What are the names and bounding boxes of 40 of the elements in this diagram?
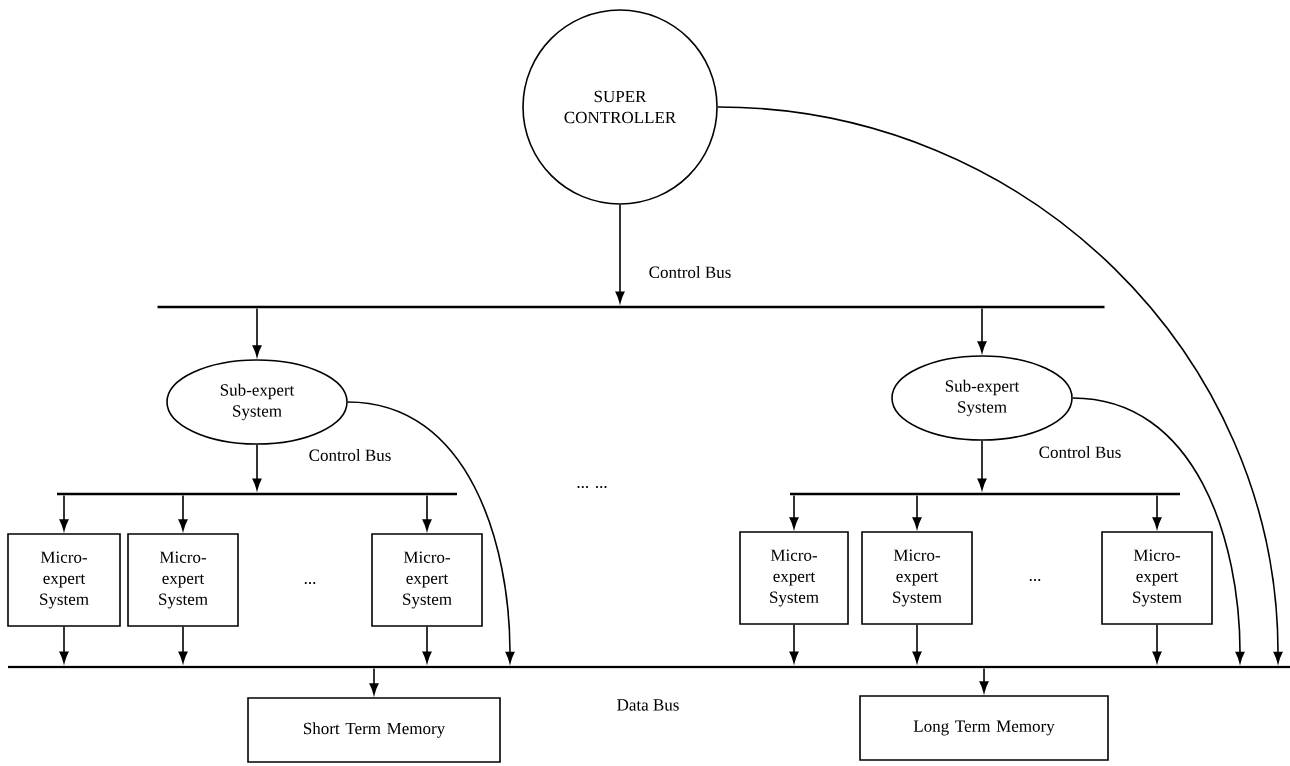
bus-label: Control Bus xyxy=(309,449,391,461)
arrow xyxy=(422,626,432,663)
system-box: Long Term Memory xyxy=(859,695,1109,761)
ellipsis: ... ... xyxy=(577,486,607,488)
arrow xyxy=(789,494,799,529)
system-box: Micro-expert System xyxy=(127,533,239,627)
arrow xyxy=(1152,494,1162,529)
system-box: Micro-expert System xyxy=(7,533,121,627)
arrow xyxy=(977,307,987,353)
arrow xyxy=(1152,624,1162,663)
bus-line xyxy=(790,492,1180,496)
system-box: Micro-expert System xyxy=(371,533,483,627)
arrow xyxy=(912,624,922,663)
arrow xyxy=(615,204,625,303)
arrow xyxy=(59,494,69,531)
arrow xyxy=(422,494,432,531)
bus-label: Data Bus xyxy=(617,699,679,711)
bus-label: Control Bus xyxy=(1039,446,1121,458)
arrow xyxy=(252,444,262,490)
system-box: Micro-expert System xyxy=(739,531,849,625)
bus-label: Control Bus xyxy=(649,266,731,278)
arrow xyxy=(178,494,188,531)
arrow xyxy=(717,106,1283,664)
arrow xyxy=(369,667,379,695)
bus-line xyxy=(57,492,457,496)
arrow xyxy=(178,626,188,663)
arrow xyxy=(59,626,69,663)
arrow xyxy=(977,440,987,490)
system-box: Micro-expert System xyxy=(861,531,973,625)
system-box: Micro-expert System xyxy=(1101,531,1213,625)
arrow xyxy=(789,624,799,663)
arrow xyxy=(252,307,262,357)
arrow xyxy=(979,667,989,693)
ellipsis: ... xyxy=(1029,579,1041,581)
arrow xyxy=(1072,397,1245,664)
bus-line xyxy=(157,305,1105,309)
system-box: Short Term Memory xyxy=(247,697,501,763)
arrow xyxy=(347,401,515,664)
ellipsis: ... xyxy=(304,582,316,584)
arrow xyxy=(912,494,922,529)
